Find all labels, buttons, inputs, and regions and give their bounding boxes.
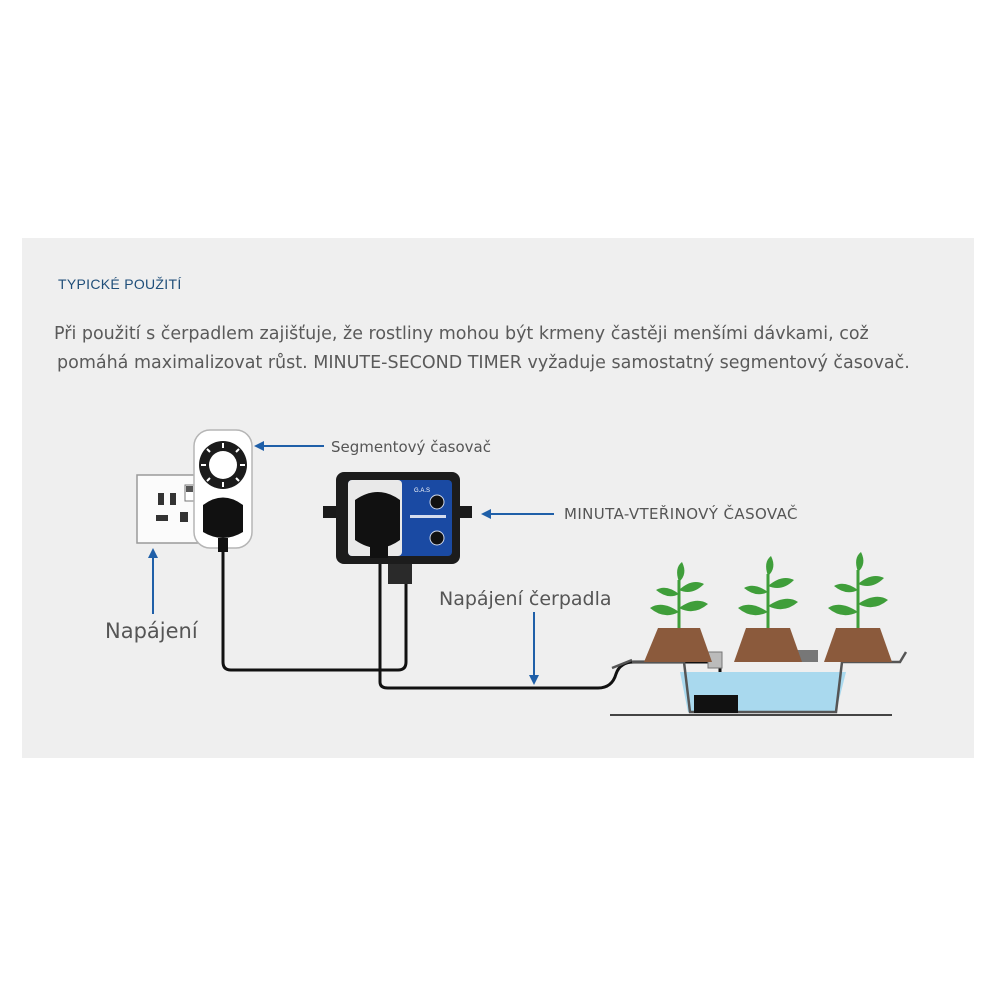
section-description: Při použití s čerpadlem zajišťuje, že ro… bbox=[54, 320, 954, 378]
power-cables bbox=[221, 552, 722, 696]
water-pump bbox=[694, 695, 738, 713]
label-pump-power: Napájení čerpadla bbox=[439, 588, 612, 610]
plant-pot-1 bbox=[644, 562, 712, 662]
section-heading: TYPICKÉ POUŽITÍ bbox=[58, 276, 182, 292]
plant-pot-3 bbox=[824, 552, 892, 662]
description-line-1: Při použití s čerpadlem zajišťuje, že ro… bbox=[54, 324, 869, 344]
device-brand-text: G.A.S bbox=[414, 488, 430, 494]
label-power: Napájení bbox=[105, 619, 198, 643]
minute-second-timer-device: G.A.S bbox=[323, 472, 472, 584]
annotation-arrows bbox=[148, 441, 554, 685]
label-segment-timer: Segmentový časovač bbox=[331, 438, 491, 456]
grow-system bbox=[610, 552, 908, 716]
plant-pot-2 bbox=[734, 556, 802, 662]
description-line-2: pomáhá maximalizovat růst. MINUTE-SECOND… bbox=[57, 353, 910, 373]
label-minute-second-timer: MINUTA-VTEŘINOVÝ ČASOVAČ bbox=[564, 505, 798, 523]
segment-timer-device bbox=[193, 429, 253, 552]
